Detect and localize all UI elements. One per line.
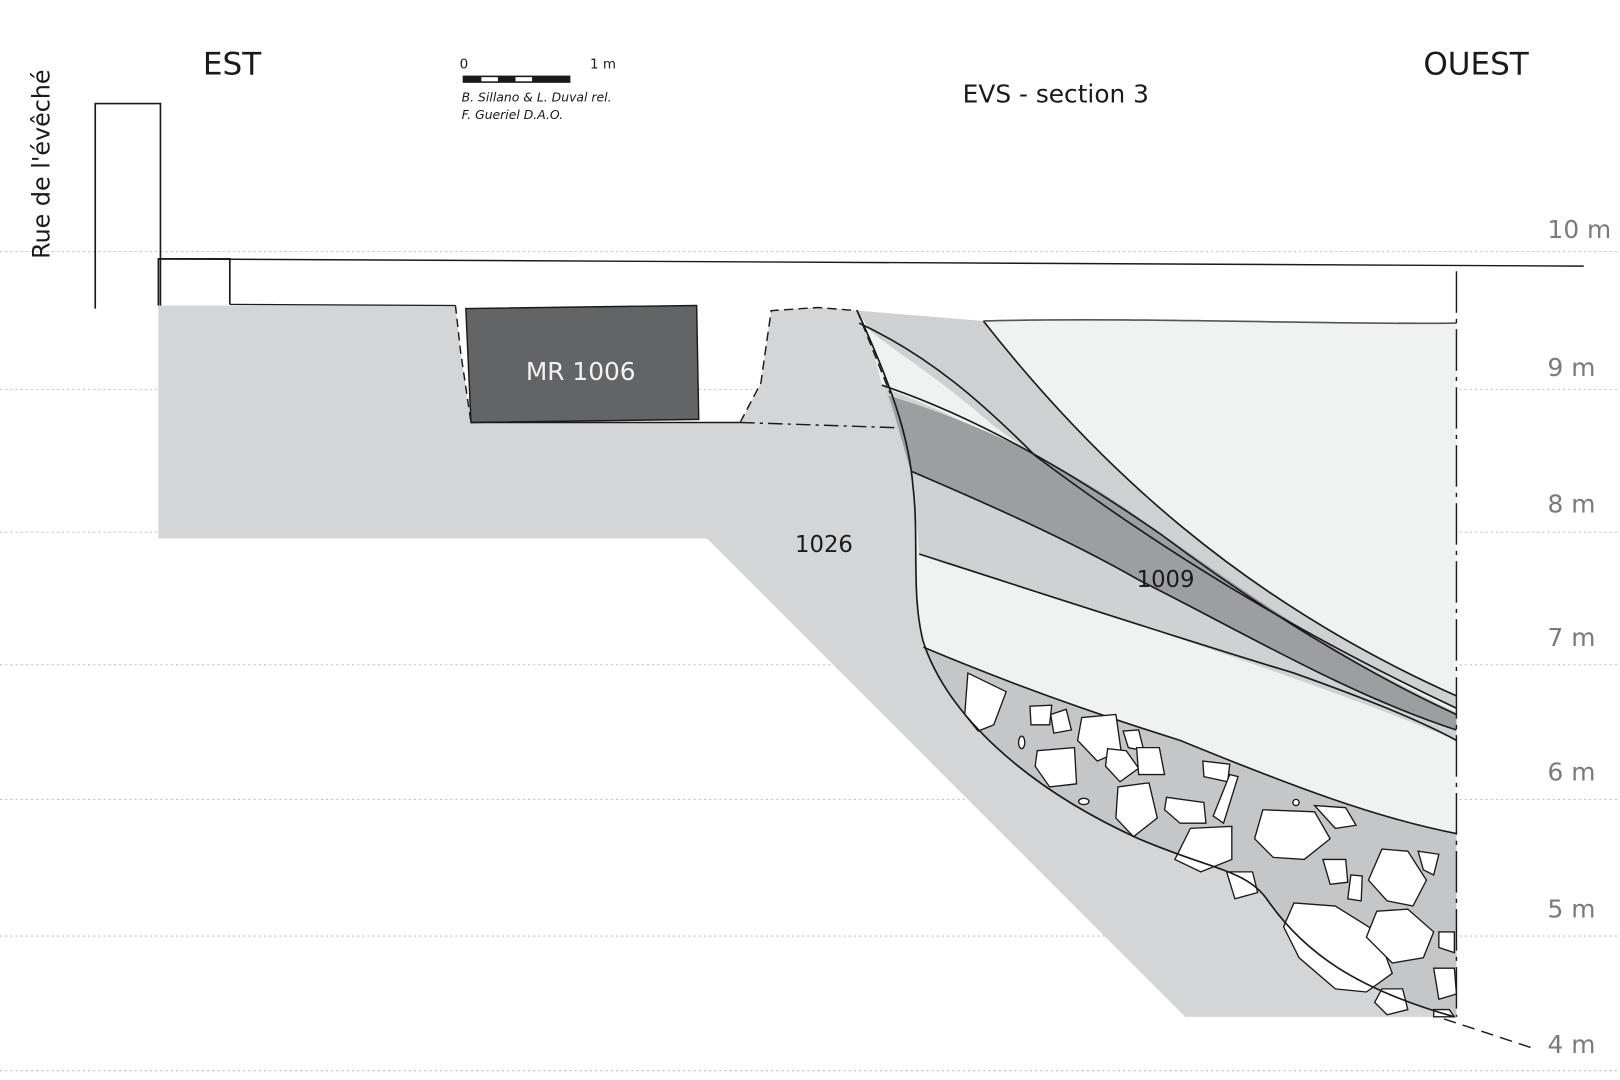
elevation-label: 5 m	[1548, 894, 1596, 923]
elevation-label: 6 m	[1548, 758, 1596, 787]
wall-mr-1006	[465, 304, 700, 424]
surface-block	[157, 258, 231, 306]
elevation-labels: 10 m 9 m 8 m 7 m 6 m 5 m 4 m	[1548, 215, 1612, 1059]
layer-upper-grey	[857, 310, 1457, 715]
layer-1026	[158, 305, 1455, 1017]
section-title: EVS - section 3	[963, 80, 1149, 109]
label-est: EST	[203, 47, 262, 83]
elevation-label: 9 m	[1548, 353, 1596, 382]
street-wall	[94, 102, 162, 309]
unit-label-1026: 1026	[795, 532, 853, 558]
credit-survey: B. Sillano & L. Duval rel.	[462, 89, 612, 104]
street-label: Rue de l'évêché	[28, 69, 56, 258]
unit-label-1009: 1009	[1137, 567, 1195, 593]
scale-start: 0	[460, 57, 469, 72]
credit-drawing: F. Gueriel D.A.O.	[462, 107, 563, 122]
pit-cut-line	[856, 310, 1455, 1018]
scale-end: 1 m	[590, 57, 616, 72]
elevation-label: 8 m	[1548, 490, 1596, 519]
scale-bar: 0 1 m B. Sillano & L. Duval rel. F. Guer…	[460, 57, 616, 122]
elevation-label: 10 m	[1548, 215, 1612, 244]
wall-label: MR 1006	[526, 357, 636, 386]
layer-1009	[888, 395, 1457, 731]
elevation-label: 4 m	[1548, 1030, 1596, 1059]
label-ouest: OUEST	[1423, 47, 1529, 83]
ground-surface-line	[158, 258, 1584, 267]
elevation-label: 7 m	[1548, 623, 1596, 652]
stones	[964, 672, 1458, 1018]
